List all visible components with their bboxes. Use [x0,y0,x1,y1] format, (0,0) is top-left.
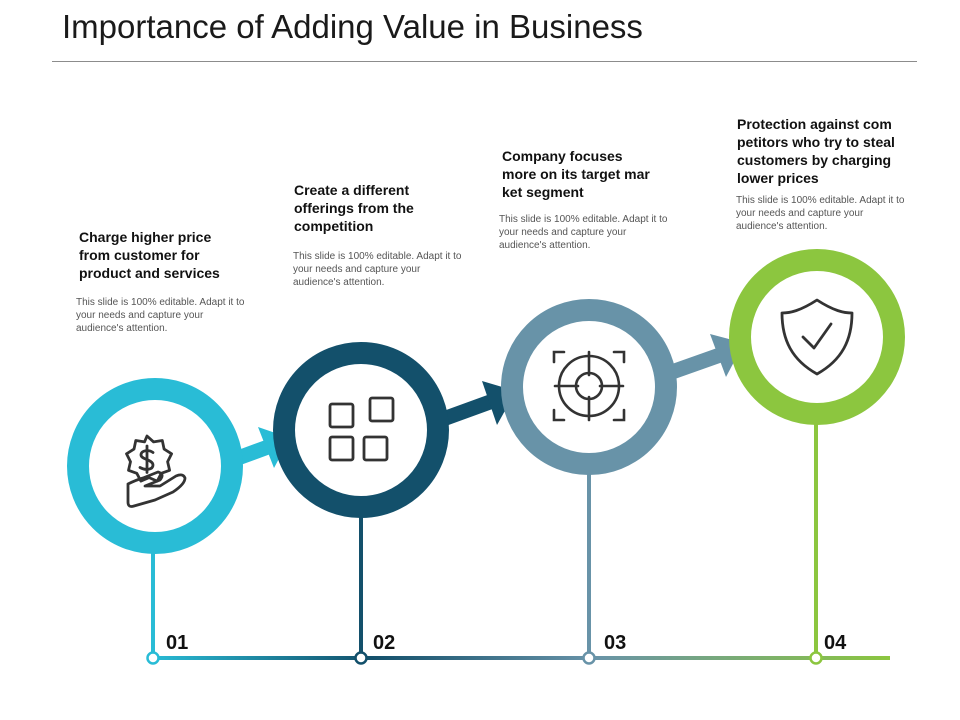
shield-check-icon [780,298,854,376]
step-3-circle [501,299,677,475]
step-1-circle [67,378,243,554]
step-1-number: 01 [166,632,189,654]
step-4-description: This slide is 100% editable. Adapt it to… [736,195,905,232]
step-4-heading: Protection against com petitors who try … [737,116,895,186]
step-2-number: 02 [373,632,396,654]
step-2-circle [273,342,449,518]
step-1-heading: Charge higher price from customer for pr… [79,229,220,281]
step-4-number: 04 [824,632,847,654]
title-divider [52,61,917,62]
step-1-description: This slide is 100% editable. Adapt it to… [76,297,245,334]
slide-title: Importance of Adding Value in Business [62,8,643,45]
app-grid-icon [328,396,395,462]
step-3-number: 03 [604,632,627,654]
step-4-marker [809,651,823,665]
step-2-marker [354,651,368,665]
step-2-description: This slide is 100% editable. Adapt it to… [293,251,462,288]
step-3-marker [582,651,596,665]
step-1-marker [146,651,160,665]
target-crosshair-icon [552,350,626,422]
step-3-heading: Company focuses more on its target mar k… [502,148,650,200]
dollar-badge-hand-icon [125,434,187,508]
step-3-description: This slide is 100% editable. Adapt it to… [499,214,668,251]
step-4-circle [729,249,905,425]
step-2-heading: Create a different offerings from the co… [294,182,414,234]
